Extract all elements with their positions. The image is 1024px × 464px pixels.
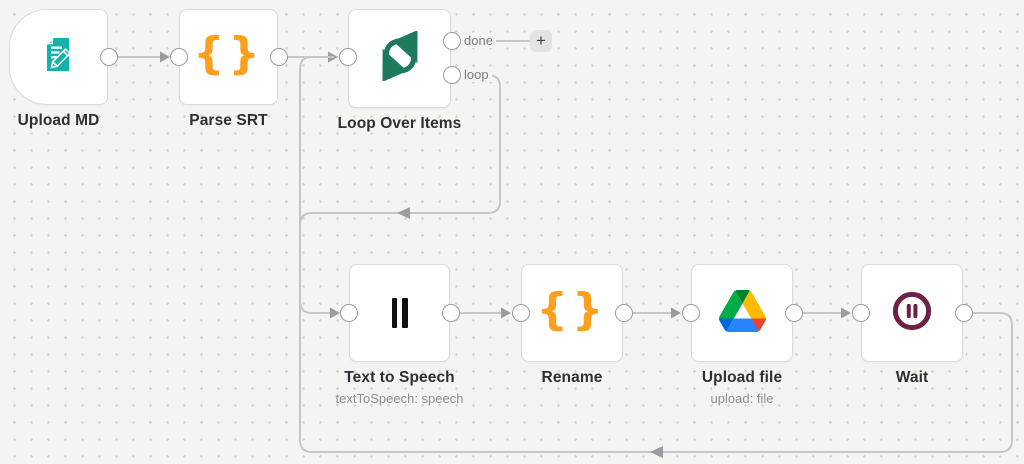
input-port[interactable] — [339, 304, 358, 323]
node-subtitle: textToSpeech: speech — [335, 391, 464, 406]
input-port[interactable] — [681, 304, 700, 323]
output-port-done[interactable] — [442, 32, 461, 51]
input-port[interactable] — [511, 304, 530, 323]
output-port[interactable] — [99, 48, 118, 67]
input-port[interactable] — [338, 48, 357, 67]
node-label: Parse SRT — [189, 112, 268, 129]
connection-loop-loop-text-to-speech[interactable] — [299, 74, 501, 319]
document-edit-icon — [35, 31, 83, 84]
output-port[interactable] — [784, 304, 803, 323]
node-wait[interactable]: Wait — [851, 264, 973, 386]
node-upload-md[interactable]: Upload MD — [9, 9, 118, 129]
node-text-to-speech[interactable]: Text to Speech textToSpeech: speech — [336, 264, 463, 406]
connection-text-to-speech-rename[interactable] — [450, 307, 511, 319]
connection-wait-loop-over-items-feedback[interactable] — [299, 56, 1013, 458]
node-upload-file[interactable]: Upload file upload: file — [681, 264, 803, 406]
add-node-button[interactable]: + — [530, 30, 552, 52]
input-port[interactable] — [851, 304, 870, 323]
output-port[interactable] — [954, 304, 973, 323]
elevenlabs-icon — [391, 298, 408, 328]
input-port[interactable] — [169, 48, 188, 67]
node-label: Upload file — [701, 369, 783, 386]
node-label: Rename — [541, 369, 603, 386]
output-port[interactable] — [441, 304, 460, 323]
pause-circle-icon — [888, 287, 936, 340]
google-drive-icon — [718, 289, 766, 337]
code-braces-icon: {} — [193, 28, 264, 79]
connection-upload-md-parse-srt[interactable] — [108, 51, 170, 63]
node-loop-over-items[interactable]: Loop Over Items — [338, 9, 461, 132]
output-port-loop[interactable] — [442, 66, 461, 85]
output-label-loop: loop — [461, 68, 492, 82]
output-port[interactable] — [614, 304, 633, 323]
output-label-done: done — [461, 34, 496, 48]
code-braces-icon: {} — [536, 284, 608, 335]
output-port[interactable] — [269, 48, 288, 67]
node-rename[interactable]: {} Rename — [511, 264, 633, 386]
node-label: Wait — [895, 369, 929, 386]
node-subtitle: upload: file — [710, 391, 774, 406]
node-parse-srt[interactable]: {} Parse SRT — [169, 9, 288, 129]
node-label: Loop Over Items — [337, 115, 462, 132]
node-label: Upload MD — [17, 112, 100, 129]
node-label: Text to Speech — [344, 369, 455, 386]
loop-refresh-icon — [375, 30, 425, 86]
